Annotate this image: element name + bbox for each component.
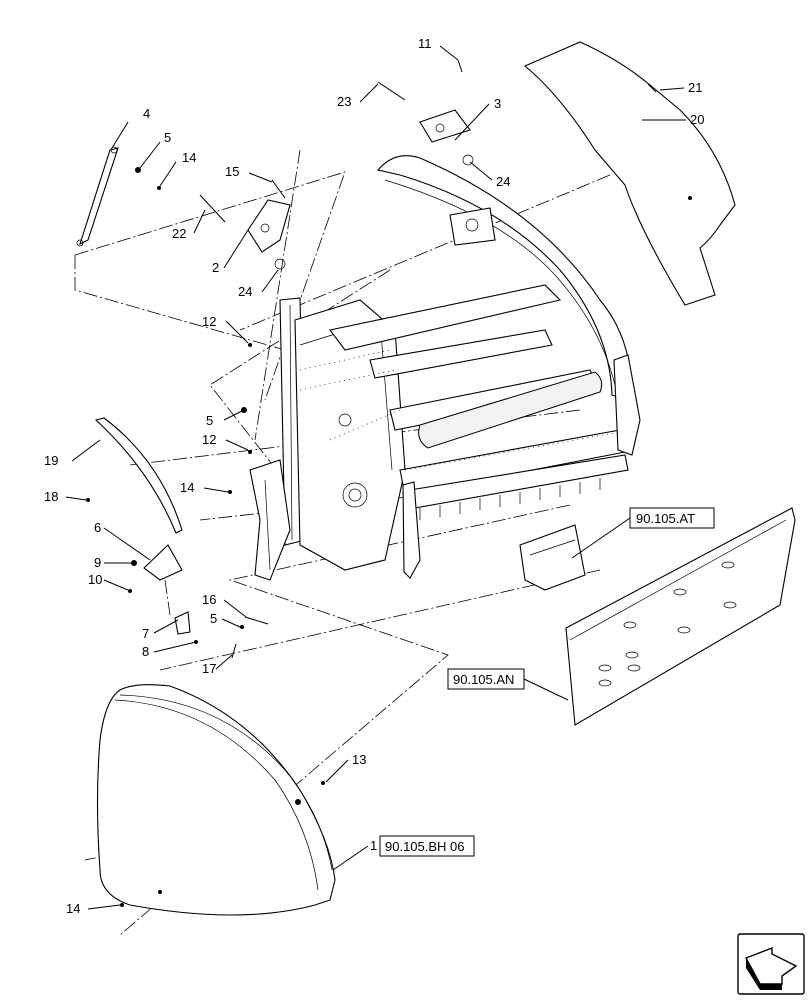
baler-frame: [249, 155, 641, 591]
callout-6: 6: [94, 520, 101, 535]
callout-5: 5: [210, 611, 217, 626]
tine-row: [419, 478, 601, 520]
ref-box-at: [629, 507, 715, 529]
callout-20: 20: [690, 112, 704, 127]
panel-slots: [598, 561, 737, 687]
callout-9: 9: [94, 555, 101, 570]
callout-3: 3: [494, 96, 501, 111]
callout-15: 15: [225, 164, 239, 179]
callout-24: 24: [496, 174, 510, 189]
callout-19: 19: [44, 453, 58, 468]
callout-16: 16: [202, 592, 216, 607]
callout-4: 4: [143, 106, 150, 121]
ref-box-an: [447, 668, 525, 690]
callout-13: 13: [352, 752, 366, 767]
callout-14: 14: [180, 480, 194, 495]
callout-2: 2: [212, 260, 219, 275]
callout-1: 1: [370, 838, 377, 853]
callout-17: 17: [202, 661, 216, 676]
rivet-rows: [299, 349, 621, 471]
small-parts: [76, 59, 657, 907]
callout-14: 14: [66, 901, 80, 916]
ref-an-label: 90.105.AN: [453, 672, 514, 687]
callout-22: 22: [172, 226, 186, 241]
callout-24: 24: [238, 284, 252, 299]
callout-5: 5: [164, 130, 171, 145]
reference-boxes: 90.105.AT 90.105.AN 90.105.BH 06: [379, 507, 715, 857]
rear-panel: [565, 507, 796, 726]
callout-23: 23: [337, 94, 351, 109]
ref-at-label: 90.105.AT: [636, 511, 695, 526]
callout-labels: 4 5 14 15 22 2 24 11 23 3 24 21 20 12 5 …: [44, 36, 704, 916]
callout-14: 14: [182, 150, 196, 165]
callout-8: 8: [142, 644, 149, 659]
callout-12: 12: [202, 314, 216, 329]
leader-lines: [65, 45, 686, 910]
part-1-shield: [96, 684, 336, 916]
callout-5: 5: [206, 413, 213, 428]
callout-18: 18: [44, 489, 58, 504]
callout-12: 12: [202, 432, 216, 447]
ref-box-bh: [379, 835, 475, 857]
callout-10: 10: [88, 572, 102, 587]
direction-arrow-icon: [737, 933, 805, 995]
callout-21: 21: [688, 80, 702, 95]
part-20-cover: [523, 41, 736, 306]
callout-11: 11: [418, 36, 432, 51]
callout-7: 7: [142, 626, 149, 641]
ref-bh-label: 90.105.BH 06: [385, 839, 465, 854]
